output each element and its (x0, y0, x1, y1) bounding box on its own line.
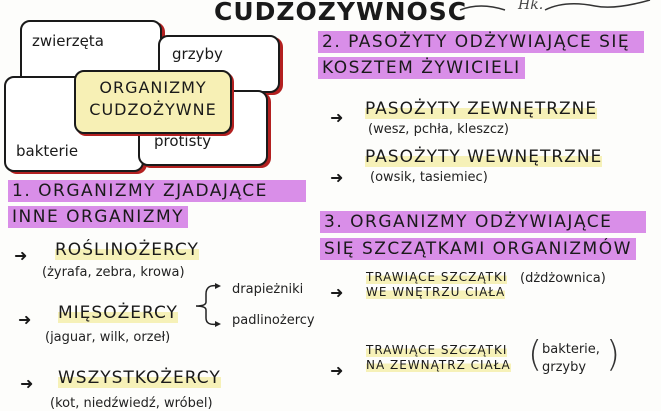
center-line-1: ORGANIZMY (99, 78, 207, 97)
center-box: ORGANIZMY CUDZOŻYWNE (74, 70, 232, 134)
item-trawiace-wewnatrz-2: WE WNĘTRZU CIAŁA (366, 285, 506, 299)
page-title: CUDZOŻYWNOŚĆ (214, 0, 468, 26)
center-line-2: CUDZOŻYWNE (89, 100, 217, 119)
examples-pasozyty-zewnetrzne: (wesz, pchła, kleszcz) (368, 122, 509, 137)
item-wszystkozercy: WSZYSTKOŻERCY (58, 368, 221, 388)
branch-drapiezniki: drapieżniki (232, 282, 304, 297)
section1-heading-2: INNE ORGANIZMY (8, 206, 189, 228)
item-miesozercy: MIĘSOŻERCY (58, 303, 178, 323)
examples-roslinozercy: (żyrafa, zebra, krowa) (42, 265, 185, 280)
arrow-right-icon: ➜ (330, 168, 344, 187)
paren-right: ) (606, 334, 621, 375)
examples-miesozercy: (jaguar, wilk, orzeł) (45, 330, 171, 345)
paren-left: ( (528, 334, 543, 375)
arrow-right-icon: ➜ (330, 361, 344, 380)
decorative-squiggle (459, 0, 651, 11)
item-trawiace-wewnatrz-1: TRAWIĄCE SZCZĄTKI (366, 270, 508, 284)
branch-padlinozercy: padlinożercy (232, 313, 315, 328)
examples-pasozyty-wewnetrzne: (owsik, tasiemiec) (370, 170, 488, 185)
section2-heading-1: 2. PASOŻYTY ODŻYWIAJĄCE SIĘ (318, 31, 644, 53)
examples-bakterie: bakterie, (542, 342, 600, 357)
arrow-right-icon: ➜ (330, 108, 344, 127)
signature: Hk. (518, 0, 544, 13)
item-pasozyty-wewnetrzne: PASOŻYTY WEWNĘTRZNE (365, 147, 603, 167)
item-pasozyty-zewnetrzne: PASOŻYTY ZEWNĘTRZNE (365, 99, 598, 119)
item-trawiace-zewnatrz-2: NA ZEWNĄTRZ CIAŁA (366, 358, 511, 372)
arrow-right-icon: ➜ (330, 283, 344, 302)
arrow-right-icon: ➜ (20, 374, 34, 393)
section1-heading-1: 1. ORGANIZMY ZJADAJĄCE (8, 180, 306, 202)
section3-heading-1: 3. ORGANIZMY ODŻYWIAJĄCE (320, 211, 646, 233)
arrow-right-icon: ➜ (18, 310, 32, 329)
section2-heading-2: KOSZTEM ŻYWICIELI (318, 57, 525, 79)
examples-grzyby: grzyby (542, 360, 587, 375)
item-roslinozercy: ROŚLINOŻERCY (55, 240, 199, 260)
examples-dzdzownica: (dżdżownica) (520, 271, 606, 286)
arrow-right-icon: ➜ (14, 246, 28, 265)
section3-heading-2: SIĘ SZCZĄTKAMI ORGANIZMÓW (320, 238, 636, 260)
examples-wszystkozercy: (kot, niedźwiedź, wróbel) (50, 396, 213, 411)
item-trawiace-zewnatrz-1: TRAWIĄCE SZCZĄTKI (366, 343, 508, 357)
curly-brace-icon (195, 283, 221, 327)
